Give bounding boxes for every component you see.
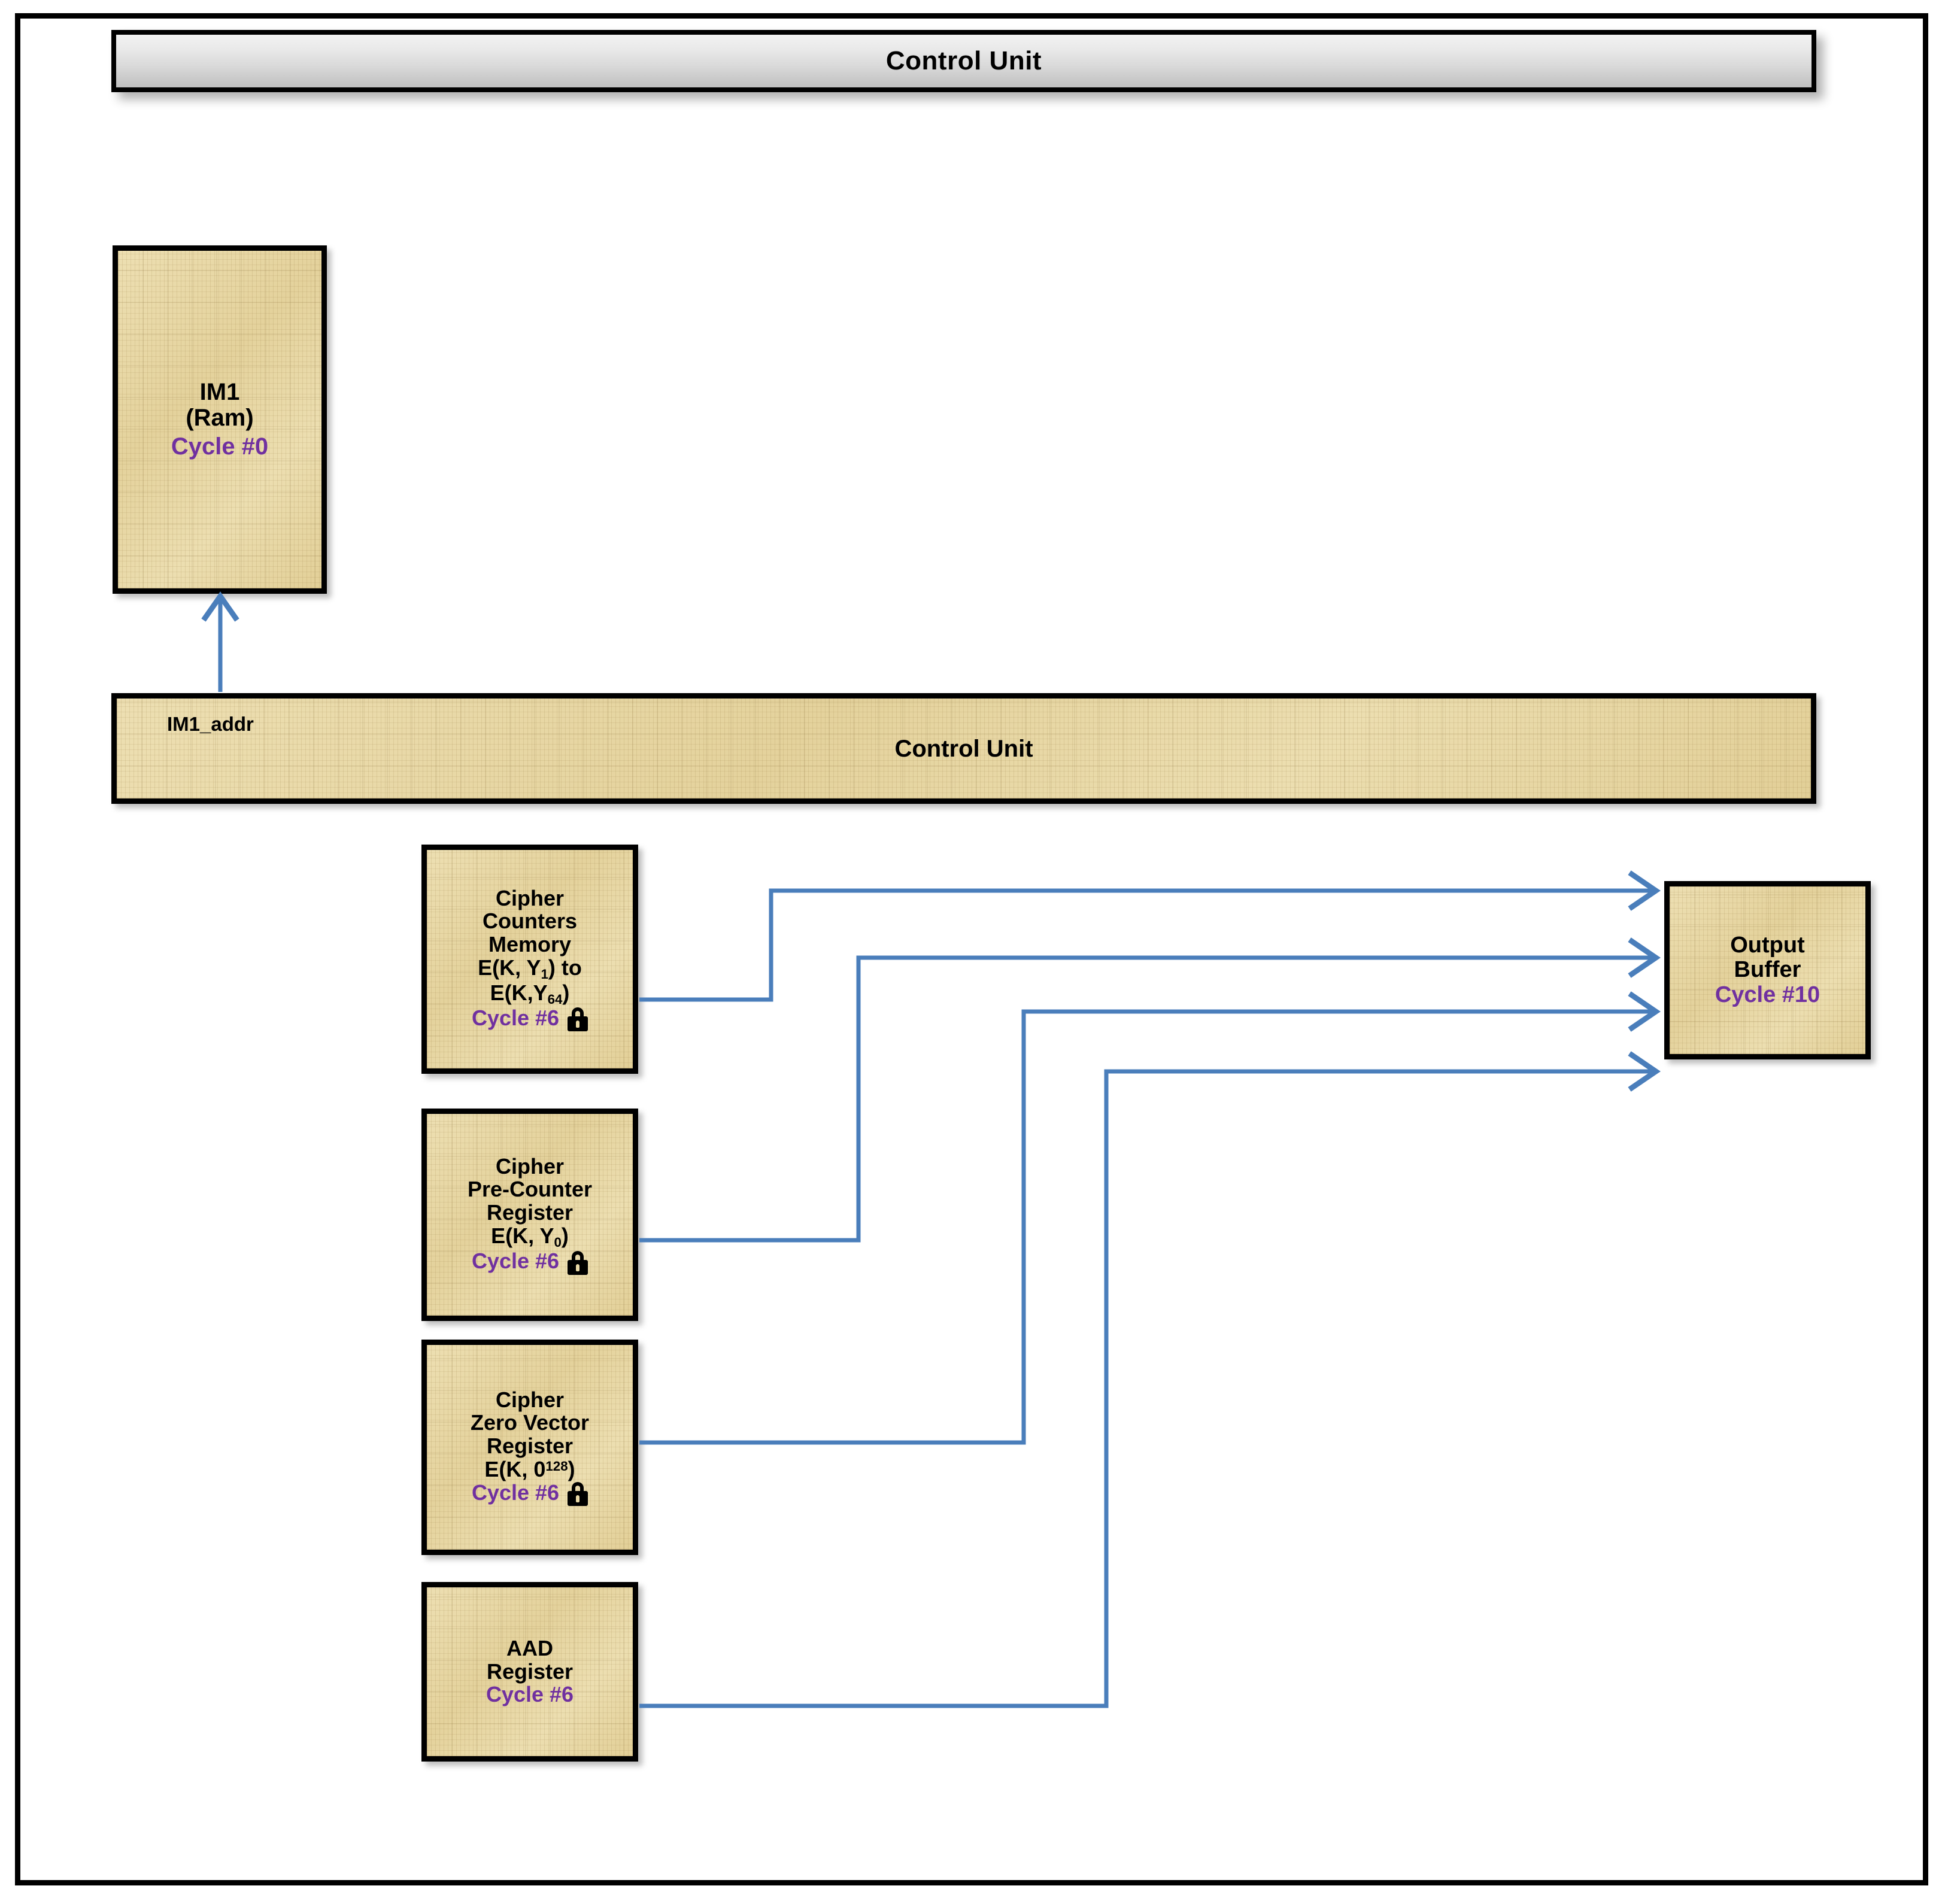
lock-shackle [572, 1250, 584, 1263]
cipher-zerovec-line-3: Register [486, 1434, 574, 1459]
cipher-zerovec-line-2: Zero Vector [470, 1410, 590, 1435]
cipher-precounter-cycle-row: Cycle #6 [471, 1249, 588, 1275]
cipher-precounter-cycle-label: Cycle #6 [471, 1249, 560, 1274]
cipher-counters-cycle-label: Cycle #6 [471, 1005, 560, 1030]
cipher-counters-line-1: Cipher [495, 885, 564, 910]
cipher-precounter-line-1: Cipher [495, 1153, 564, 1179]
im1-line-2: (Ram) [186, 405, 254, 432]
cipher-zerovec-cycle-row: Cycle #6 [471, 1480, 588, 1507]
aad-line-1: AAD [506, 1635, 553, 1660]
control-unit-bar-label: Control Unit [894, 736, 1033, 762]
lock-keyhole [576, 1495, 580, 1503]
cipher-counters-cycle-row: Cycle #6 [471, 1005, 588, 1032]
expr2-suffix: ) [562, 980, 570, 1006]
expr-suffix: ) [561, 1223, 569, 1249]
block-im1-ram[interactable]: IM1 (Ram) Cycle #0 [113, 245, 327, 594]
expr-superscript: 128 [545, 1459, 568, 1474]
expr-prefix: E(K, Y [491, 1223, 554, 1249]
lock-keyhole [576, 1021, 580, 1028]
expr-subscript: 0 [554, 1234, 562, 1250]
block-output-buffer[interactable]: Output Buffer Cycle #10 [1664, 881, 1871, 1059]
cipher-counters-line-3: Memory [488, 932, 572, 957]
lock-shackle [572, 1482, 584, 1495]
block-cipher-counters-memory[interactable]: Cipher Counters Memory E(K, Y1) to E(K,Y… [421, 845, 638, 1074]
expr-subscript: 1 [541, 966, 548, 982]
im1-cycle-label: Cycle #0 [171, 433, 269, 460]
expr2-subscript: 64 [547, 991, 563, 1007]
cipher-zerovec-cycle-label: Cycle #6 [471, 1480, 560, 1505]
lock-icon [568, 1250, 588, 1275]
control-unit-header: Control Unit [111, 30, 1816, 92]
lock-shackle [572, 1007, 584, 1020]
control-unit-bar[interactable]: IM1_addr Control Unit [111, 693, 1816, 804]
output-buffer-cycle-label: Cycle #10 [1715, 982, 1820, 1007]
cipher-precounter-expr: E(K, Y0) [491, 1223, 569, 1250]
block-cipher-pre-counter-register[interactable]: Cipher Pre-Counter Register E(K, Y0) Cyc… [421, 1109, 638, 1321]
lock-icon [568, 1007, 588, 1032]
cipher-precounter-line-2: Pre-Counter [467, 1177, 593, 1202]
cipher-precounter-line-3: Register [486, 1200, 574, 1225]
im1-addr-signal-label: IM1_addr [167, 713, 254, 735]
expr-prefix: E(K, 0 [484, 1457, 546, 1482]
expr-suffix: ) [568, 1457, 575, 1482]
expr2-prefix: E(K,Y [490, 980, 548, 1006]
im1-line-1: IM1 [199, 379, 240, 406]
expr-prefix: E(K, Y [478, 955, 541, 980]
expr-mid: ) to [548, 955, 582, 980]
cipher-counters-expr-2: E(K,Y64) [490, 980, 570, 1007]
aad-cycle-label: Cycle #6 [486, 1682, 574, 1707]
cipher-zerovec-line-1: Cipher [495, 1387, 564, 1412]
output-buffer-line-2: Buffer [1734, 957, 1801, 983]
cipher-zerovec-expr: E(K, 0128) [484, 1457, 575, 1482]
block-aad-register[interactable]: AAD Register Cycle #6 [421, 1582, 638, 1762]
lock-icon [568, 1482, 588, 1507]
lock-keyhole [576, 1264, 580, 1271]
control-unit-header-label: Control Unit [885, 46, 1042, 75]
cipher-counters-line-2: Counters [482, 909, 577, 934]
output-buffer-line-1: Output [1730, 933, 1805, 958]
block-cipher-zero-vector-register[interactable]: Cipher Zero Vector Register E(K, 0128) C… [421, 1340, 638, 1555]
cipher-counters-expr-1: E(K, Y1) to [478, 956, 582, 982]
aad-line-2: Register [486, 1659, 574, 1684]
